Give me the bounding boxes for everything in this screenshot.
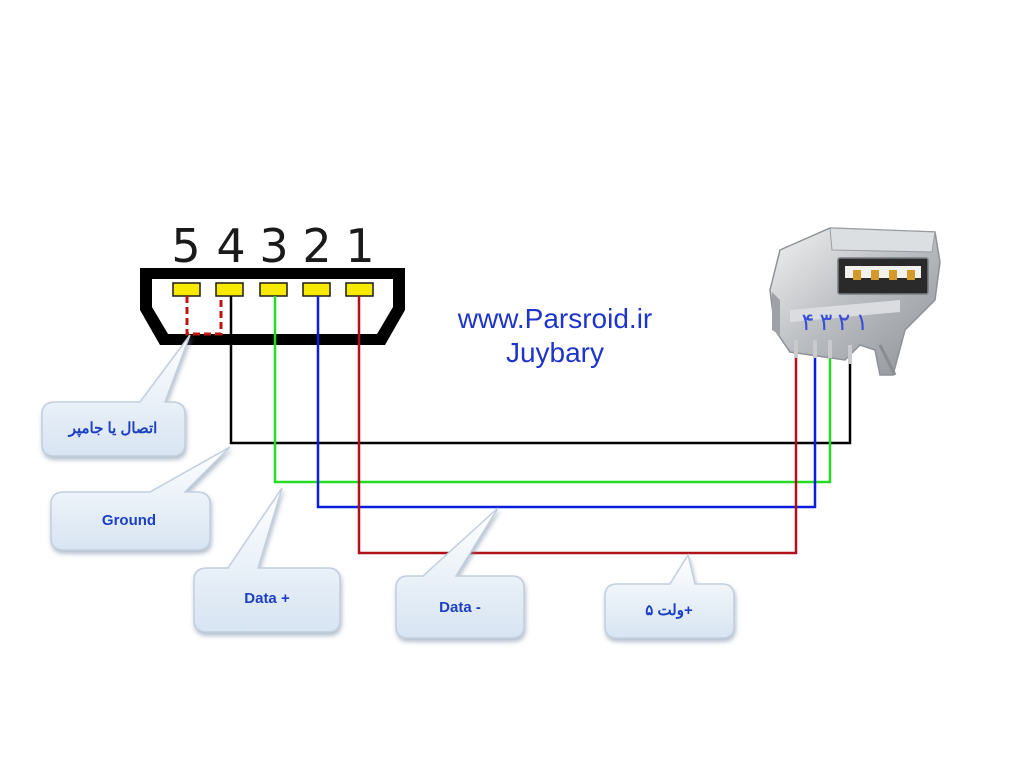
mini-usb-connector (140, 268, 405, 345)
callout-vcc-text: ولت ۵+ (645, 602, 693, 619)
pin-pad-5 (172, 282, 201, 297)
callout-data-plus-text: Data + (244, 590, 290, 607)
connector-pin-number-1: ۱ (856, 308, 869, 336)
pin-number-labels: 5 4 3 2 1 (171, 219, 374, 273)
pin-number-5: 5 (171, 219, 200, 273)
usb-a-connector-image: ۴ ۳ ۲ ۱ (769, 227, 941, 376)
data-minus-wire (316, 296, 817, 509)
jumper-dashed-link (185, 296, 223, 336)
author-name: Juybary (506, 337, 604, 368)
pin-pad-4 (215, 282, 244, 297)
data-plus-wire (273, 296, 832, 484)
pin-number-3: 3 (259, 219, 288, 273)
callout-data-minus: Data - (395, 507, 525, 639)
site-url: www.Parsroid.ir (457, 303, 652, 334)
vcc-wire (357, 296, 798, 555)
connector-pin-number-3: ۳ (820, 308, 833, 336)
ground-wire (229, 296, 852, 445)
callout-vcc: ولت ۵+ (604, 553, 735, 639)
callout-jumper: اتصال یا جامپر (41, 334, 191, 457)
pin-pad-3 (259, 282, 288, 297)
callout-jumper-text: اتصال یا جامپر (68, 420, 158, 438)
connector-pin-number-4: ۴ (802, 308, 815, 336)
connector-pin-number-2: ۲ (838, 308, 851, 336)
pin-number-2: 2 (302, 219, 331, 273)
pin-pad-2 (302, 282, 331, 297)
callout-ground-text: Ground (102, 512, 156, 529)
callout-ground: Ground (50, 446, 231, 551)
callout-data-plus: Data + (193, 487, 341, 633)
pin-pad-1 (345, 282, 374, 297)
callout-data-minus-text: Data - (439, 599, 481, 616)
pin-number-1: 1 (345, 219, 374, 273)
wires (229, 296, 852, 555)
pin-number-4: 4 (216, 219, 245, 273)
